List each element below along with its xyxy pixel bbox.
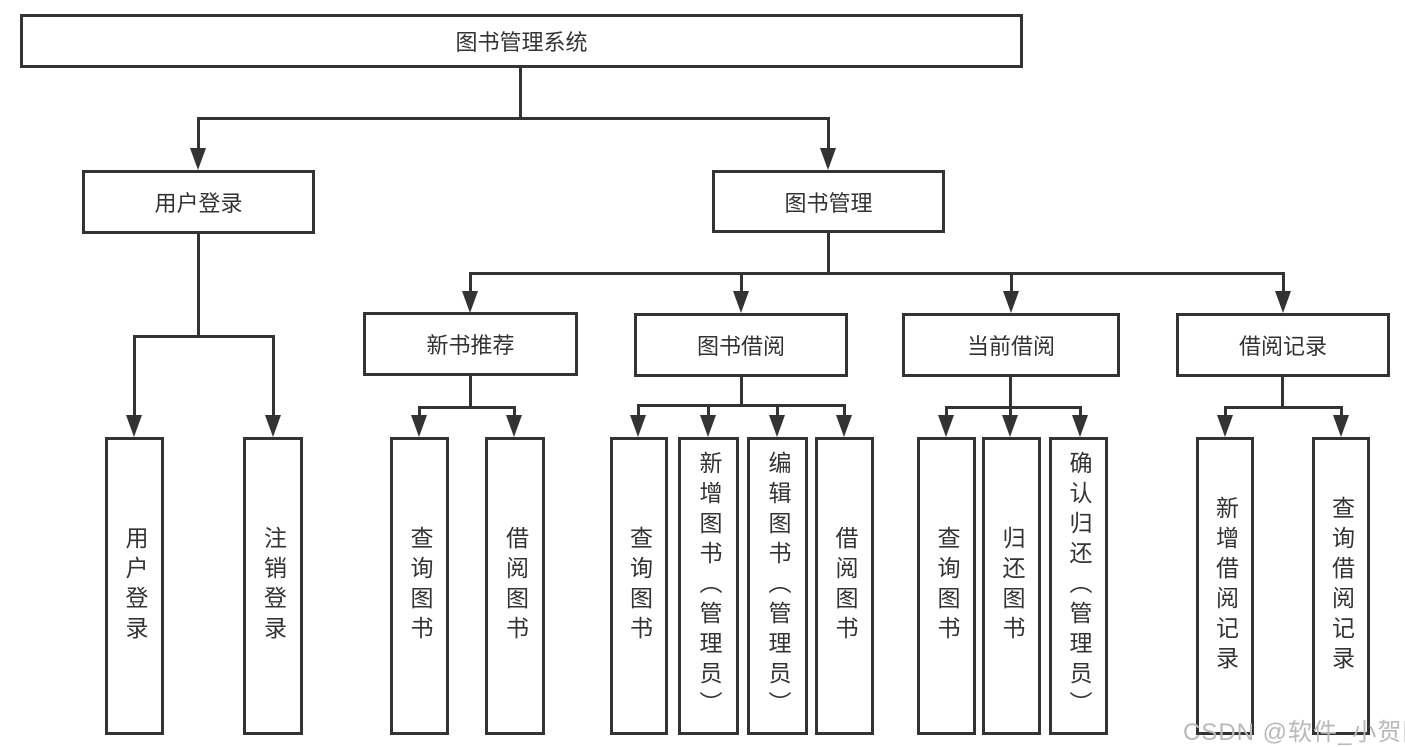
connector-line (707, 404, 710, 415)
connector-line (469, 272, 472, 291)
connector-line (740, 272, 743, 291)
node-library-management-system: 图书管理系统 (20, 14, 1023, 68)
leaf-return-books: 归还图书 (982, 437, 1041, 735)
connector-line (1010, 272, 1013, 291)
arrow-down-icon (462, 291, 478, 313)
arrow-down-icon (1217, 415, 1233, 437)
connector-line (1224, 406, 1343, 409)
arrow-down-icon (769, 415, 785, 437)
connector-line (1079, 406, 1082, 415)
leaf-logout-login: 注销登录 (243, 437, 303, 735)
node-borrowing-records: 借阅记录 (1176, 313, 1390, 377)
leaf-borrow-books: 借阅图书 (815, 437, 874, 735)
leaf-query-borrow-record: 查询借阅记录 (1312, 437, 1370, 735)
connector-line (945, 406, 1082, 409)
arrow-down-icon (1275, 291, 1291, 313)
node-book-borrowing: 图书借阅 (634, 313, 848, 377)
node-new-book-recommend: 新书推荐 (363, 312, 578, 376)
leaf-query-books-borrow: 查询图书 (610, 437, 668, 735)
arrow-down-icon (733, 291, 749, 313)
connector-line (1340, 406, 1343, 415)
arrow-down-icon (1072, 415, 1088, 437)
connector-line (418, 406, 516, 409)
connector-line (197, 117, 830, 120)
connector-line (272, 335, 275, 415)
leaf-borrow-books-recommend: 借阅图书 (485, 437, 545, 735)
leaf-edit-book-admin: 编辑图书（管理员） (747, 437, 808, 735)
leaf-user-login: 用户登录 (105, 437, 164, 735)
csdn-watermark: CSDN @软件_小贺同学 (1183, 719, 1405, 746)
connector-line (1281, 377, 1284, 406)
connector-line (827, 117, 830, 150)
connector-line (418, 406, 421, 415)
connector-line (469, 376, 472, 406)
arrow-down-icon (411, 415, 427, 437)
connector-line (1009, 406, 1012, 415)
connector-line (513, 406, 516, 415)
connector-line (827, 233, 830, 272)
connector-line (197, 117, 200, 150)
node-user-login: 用户登录 (82, 170, 315, 234)
leaf-add-borrow-record: 新增借阅记录 (1196, 437, 1254, 735)
arrow-down-icon (700, 415, 716, 437)
node-current-borrowing: 当前借阅 (902, 313, 1120, 377)
arrow-down-icon (1333, 415, 1349, 437)
arrow-down-icon (1003, 291, 1019, 313)
arrow-down-icon (506, 415, 522, 437)
leaf-query-books-current: 查询图书 (917, 437, 976, 735)
connector-line (133, 335, 136, 415)
connector-line (133, 335, 275, 338)
node-book-management: 图书管理 (712, 170, 945, 233)
arrow-down-icon (820, 148, 836, 170)
connector-line (843, 404, 846, 415)
connector-line (637, 404, 846, 407)
arrow-down-icon (836, 415, 852, 437)
connector-line (1009, 377, 1012, 406)
connector-line (637, 404, 640, 415)
arrow-down-icon (190, 148, 206, 170)
connector-line (197, 234, 200, 335)
leaf-confirm-return-admin: 确认归还（管理员） (1049, 437, 1108, 735)
connector-line (1224, 406, 1227, 415)
connector-line (776, 404, 779, 415)
arrow-down-icon (265, 415, 281, 437)
arrow-down-icon (938, 415, 954, 437)
connector-line (945, 406, 948, 415)
arrow-down-icon (1002, 415, 1018, 437)
connector-line (519, 68, 522, 117)
connector-line (1282, 272, 1285, 291)
arrow-down-icon (630, 415, 646, 437)
leaf-add-book-admin: 新增图书（管理员） (678, 437, 739, 735)
connector-line (740, 377, 743, 404)
leaf-query-books-recommend: 查询图书 (390, 437, 449, 735)
connector-line (469, 272, 1285, 275)
arrow-down-icon (126, 415, 142, 437)
